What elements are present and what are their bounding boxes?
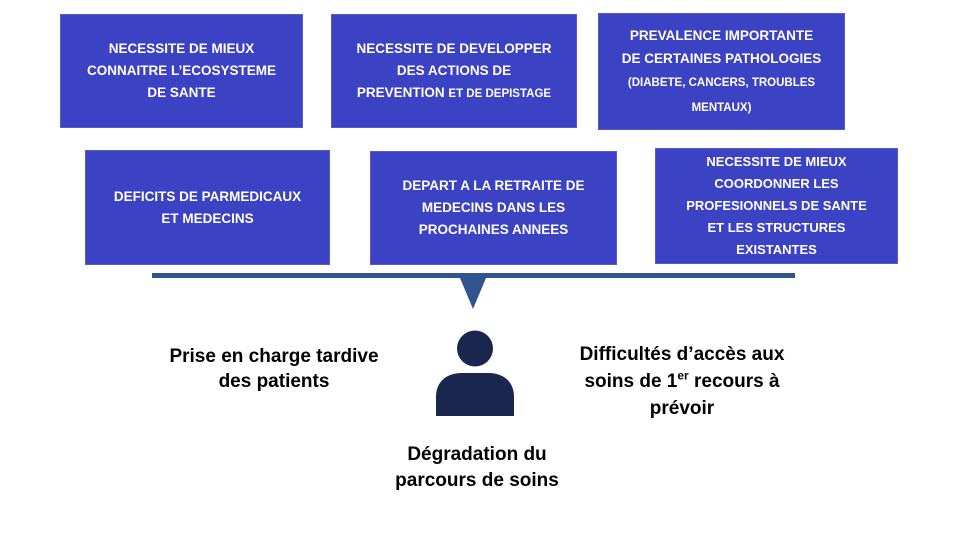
label-access-superscript: er bbox=[677, 368, 689, 383]
factor-box-know-ecosystem: NECESSITE DE MIEUX CONNAITRE L’ECOSYSTEM… bbox=[60, 14, 303, 128]
label-access-difficulties: Difficultés d’accès aux soins de 1er rec… bbox=[552, 341, 812, 422]
factor-box-text: NECESSITE DE MIEUX CONNAITRE L’ECOSYSTEM… bbox=[87, 38, 276, 104]
factor-box-text-main: NECESSITE DE MIEUX COORDONNER LES PROFES… bbox=[686, 154, 867, 257]
factor-box-text-main: NECESSITE DE DEVELOPPER DES ACTIONS DE P… bbox=[356, 40, 552, 100]
funnel-line bbox=[152, 273, 795, 278]
label-late-care: Prise en charge tardive des patients bbox=[169, 346, 379, 392]
factor-box-text: DEPART A LA RETRAITE DE MEDECINS DANS LE… bbox=[403, 175, 585, 241]
factor-box-text-main: DEFICITS DE PARMEDICAUX ET MEDECINS bbox=[113, 188, 302, 226]
factor-box-text: NECESSITE DE DEVELOPPER DES ACTIONS DE P… bbox=[356, 38, 551, 105]
factor-box-pathologies: PREVALENCE IMPORTANTE DE CERTAINES PATHO… bbox=[598, 13, 845, 130]
factor-box-text-small: (DIABETE, CANCERS, TROUBLES MENTAUX) bbox=[627, 76, 816, 114]
factor-box-text-main: DEPART A LA RETRAITE DE MEDECINS DANS LE… bbox=[402, 178, 585, 237]
factor-box-retirement: DEPART A LA RETRAITE DE MEDECINS DANS LE… bbox=[370, 151, 617, 265]
factor-box-text-main: NECESSITE DE MIEUX CONNAITRE L’ECOSYSTEM… bbox=[86, 41, 277, 100]
arrow-down-icon bbox=[460, 278, 486, 309]
factor-box-staff-deficits: DEFICITS DE PARMEDICAUX ET MEDECINS bbox=[85, 150, 330, 265]
factor-box-text-main: PREVALENCE IMPORTANTE DE CERTAINES PATHO… bbox=[621, 27, 822, 66]
label-access-text-end: recours à prévoir bbox=[649, 371, 780, 419]
factor-box-text: NECESSITE DE MIEUX COORDONNER LES PROFES… bbox=[686, 151, 867, 261]
label-care-pathway-degradation: Dégradation du parcours de soins bbox=[395, 444, 559, 491]
factor-box-prevention: NECESSITE DE DEVELOPPER DES ACTIONS DE P… bbox=[331, 14, 577, 128]
label-access-text: Difficultés d’accès aux soins de 1 bbox=[579, 344, 785, 392]
factor-box-text-small: ET DE DEPISTAGE bbox=[448, 87, 552, 100]
factor-box-text: PREVALENCE IMPORTANTE DE CERTAINES PATHO… bbox=[622, 24, 822, 120]
person-silhouette-icon bbox=[436, 330, 514, 416]
factor-box-text: DEFICITS DE PARMEDICAUX ET MEDECINS bbox=[114, 186, 301, 230]
factor-box-coordination: NECESSITE DE MIEUX COORDONNER LES PROFES… bbox=[655, 148, 898, 264]
